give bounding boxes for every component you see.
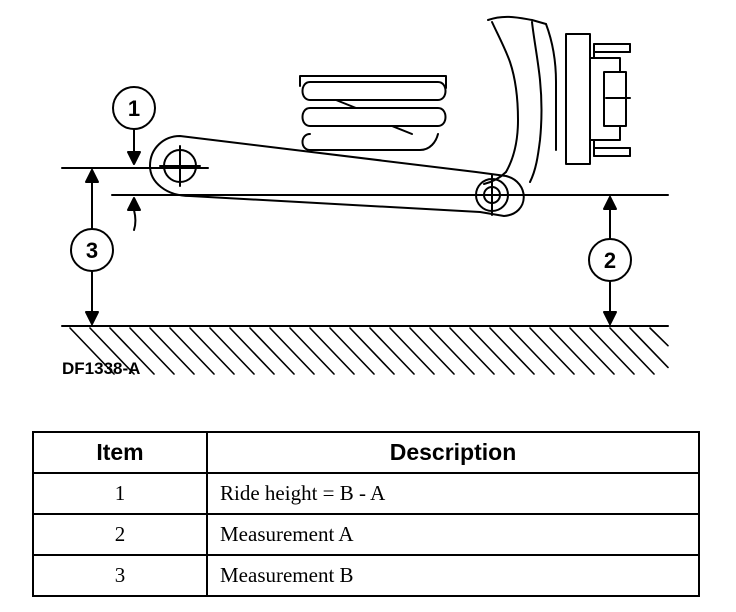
ground-hatch-line <box>609 327 655 375</box>
ball-joint <box>471 174 513 216</box>
table-row: 3 Measurement B <box>32 554 700 597</box>
ground-hatch-line <box>329 327 375 375</box>
ground-hatch-line <box>109 327 155 375</box>
inner-pivot-bushing <box>159 145 201 187</box>
suspension-ride-height-diagram: 1 3 2 DF1338-A <box>61 15 669 378</box>
figure-code: DF1338-A <box>62 359 140 378</box>
callout-1: 1 <box>112 86 156 231</box>
wheel-hub <box>565 33 631 165</box>
ground-hatch-line <box>549 327 595 375</box>
table-header-row: Item Description <box>32 431 700 474</box>
ground-hatch-line <box>589 327 635 375</box>
ground-hatch-line <box>289 327 335 375</box>
table-row: 2 Measurement A <box>32 513 700 556</box>
ground-hatch-line <box>469 327 515 375</box>
item-number: 1 <box>32 472 208 515</box>
item-description: Measurement A <box>206 513 700 556</box>
ground-hatch-line <box>349 327 395 375</box>
ground-hatch-line <box>369 327 415 375</box>
ground-hatch-line <box>169 327 215 375</box>
ground-hatch-line <box>269 327 315 375</box>
item-number: 3 <box>32 554 208 597</box>
lower-control-arm <box>149 135 525 217</box>
callout-1-label: 1 <box>128 96 140 121</box>
ground-hatch-line <box>149 327 195 375</box>
ground-hatch-line <box>129 327 175 375</box>
callout-3: 3 <box>70 169 114 325</box>
legend-table: Item Description 1 Ride height = B - A 2… <box>32 431 700 597</box>
header-item: Item <box>32 431 208 474</box>
ground-hatch-line <box>389 327 435 375</box>
ground-hatch-line <box>509 327 555 375</box>
ground-hatch-line <box>489 327 535 375</box>
ground-hatch-line <box>649 327 669 347</box>
ground-hatch-line <box>429 327 475 375</box>
ground-hatch-line <box>409 327 455 375</box>
vehicle-frame <box>483 15 557 185</box>
ground-surface <box>61 325 669 375</box>
ground-hatch-line <box>189 327 235 375</box>
callout-2: 2 <box>588 196 632 325</box>
ground-hatch-line <box>249 327 295 375</box>
ground-hatch-line <box>309 327 355 375</box>
ground-hatch-line <box>69 327 115 375</box>
ground-hatch-line <box>569 327 615 375</box>
item-number: 2 <box>32 513 208 556</box>
table-row: 1 Ride height = B - A <box>32 472 700 515</box>
ground-hatch-line <box>629 327 669 369</box>
callout-2-label: 2 <box>604 248 616 273</box>
item-description: Ride height = B - A <box>206 472 700 515</box>
coil-spring <box>299 75 447 151</box>
callout-3-label: 3 <box>86 238 98 263</box>
ground-hatch-line <box>89 327 135 375</box>
ground-hatch-line <box>209 327 255 375</box>
item-description: Measurement B <box>206 554 700 597</box>
ground-hatch-line <box>229 327 275 375</box>
ground-hatch-line <box>529 327 575 375</box>
ground-hatch-line <box>449 327 495 375</box>
header-description: Description <box>206 431 700 474</box>
